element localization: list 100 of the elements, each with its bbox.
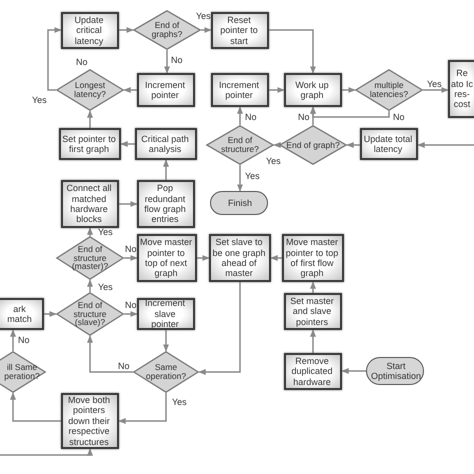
process-box	[137, 298, 195, 330]
process-box	[284, 293, 342, 330]
process-box	[135, 128, 197, 160]
process-box	[448, 60, 474, 118]
node-label: End of graph?	[286, 140, 340, 150]
edge-label: No	[245, 113, 257, 122]
process-box	[137, 73, 195, 107]
node-label: Critical path analysis	[140, 134, 190, 154]
node-label: Reset pointer to start	[219, 14, 259, 46]
node-label: Increment pointer	[144, 80, 186, 100]
node-label: End of graphs?	[150, 21, 184, 39]
node-label: Remove duplicated hardware	[290, 356, 334, 388]
edge-label: No	[125, 245, 137, 254]
node-label: ill Same peration?	[3, 363, 41, 381]
arrow	[163, 330, 169, 352]
node-label: Set pointer to first graph	[62, 134, 116, 154]
decision-diamond	[56, 292, 124, 336]
arrow	[10, 392, 61, 422]
arrow	[87, 335, 133, 373]
arrow	[163, 159, 169, 180]
process-box	[211, 12, 269, 49]
arrow	[237, 106, 243, 125]
arrow	[119, 27, 134, 33]
process-box	[360, 128, 418, 160]
branch-label: No	[76, 58, 88, 67]
node-label: Move master pointer to top of first flow graph	[285, 237, 339, 279]
process-box	[61, 393, 119, 449]
arrow	[310, 329, 316, 353]
process-box	[137, 180, 195, 228]
arrow	[198, 282, 241, 375]
arrow	[87, 227, 93, 236]
arrow	[346, 142, 360, 148]
arrow	[120, 141, 135, 147]
node-label: Update critical latency	[73, 14, 105, 46]
edge-label: No	[18, 336, 30, 345]
arrow	[118, 393, 167, 424]
arrow	[269, 29, 316, 74]
node-label: Start Optimisation	[370, 360, 422, 382]
node-label: End of structure (slave)?	[72, 300, 108, 328]
arrow	[197, 255, 210, 261]
edge-label: Yes	[172, 398, 187, 407]
node-label: End of structure (master)?	[70, 244, 110, 272]
node-label: multiple latencies?	[368, 81, 410, 99]
edge-label: Yes	[427, 80, 442, 89]
process-box	[61, 180, 119, 228]
node-label: Move master pointer to top of next graph	[140, 237, 192, 279]
arrow	[164, 50, 170, 74]
process-box	[211, 73, 269, 107]
node-label: Same operation?	[144, 363, 188, 381]
arrow	[87, 279, 93, 292]
node-label: Increment slave pointer	[144, 298, 186, 330]
node-label: Longest latency?	[73, 81, 107, 99]
decision-diamond	[56, 236, 124, 280]
edge-label: No	[298, 113, 310, 122]
arrow	[342, 87, 356, 93]
node-label: End of structure?	[220, 136, 260, 154]
arrow	[44, 311, 57, 317]
node-label: Re ato Ic res- cost	[450, 68, 474, 110]
arrow	[310, 281, 316, 293]
arrow	[310, 106, 316, 125]
process-box	[0, 298, 44, 330]
node-label: Update total latency	[363, 134, 413, 154]
terminal-box	[210, 191, 268, 215]
process-box	[284, 353, 342, 390]
node-label: Increment pointer	[218, 80, 260, 100]
edge-label: Yes	[98, 283, 113, 292]
arrow	[417, 142, 474, 148]
process-box	[59, 128, 121, 160]
edge-label: Yes	[98, 228, 113, 237]
arrow	[124, 311, 138, 317]
node-label: Work up graph	[294, 80, 330, 100]
process-box	[284, 73, 342, 107]
edge-label: No	[171, 56, 183, 65]
node-label: Finish	[228, 198, 252, 208]
edge-label: Yes	[32, 96, 47, 105]
arrow	[201, 27, 212, 33]
arrow	[124, 255, 138, 261]
arrow	[123, 87, 137, 93]
arrow	[119, 201, 138, 207]
arrow	[87, 110, 93, 128]
decision-diamond	[133, 351, 199, 393]
edge-label: No	[118, 362, 130, 371]
edge-label: Yes	[245, 172, 260, 181]
decision-diamond	[355, 69, 423, 111]
arrow	[0, 448, 93, 456]
node-label: Move both pointers down their respective structures	[66, 395, 112, 447]
decision-diamond	[56, 69, 124, 111]
arrow	[237, 165, 243, 192]
edge-label: Yes	[196, 12, 211, 21]
edge-label: No	[125, 301, 137, 310]
node-label: Connect all matched hardware blocks	[65, 183, 113, 225]
arrow	[10, 329, 16, 351]
node-label: ark match	[6, 304, 33, 324]
node-label: Set slave to be one graph ahead of master	[212, 237, 266, 279]
arrow	[270, 255, 282, 261]
node-label: Pop redundant flow graph entries	[143, 183, 187, 225]
arrow	[423, 87, 449, 93]
arrow	[269, 87, 285, 93]
edge-label: No	[393, 113, 405, 122]
process-box	[61, 12, 119, 49]
